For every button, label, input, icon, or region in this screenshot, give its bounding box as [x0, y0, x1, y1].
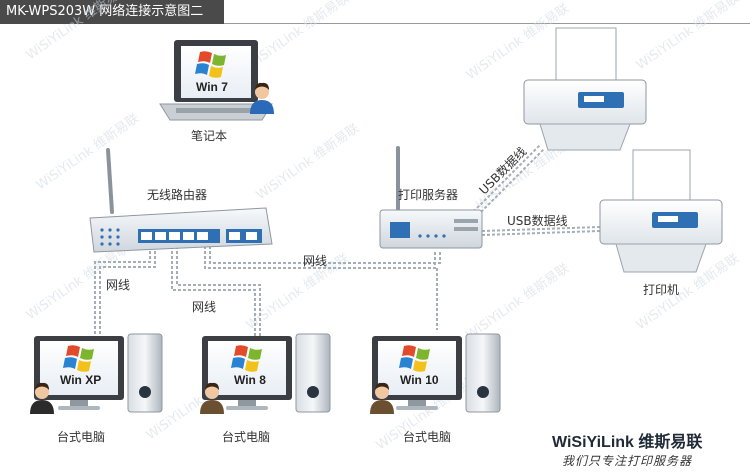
usb-cable-upper — [469, 144, 541, 216]
ethernet-cable-pc2 — [171, 246, 256, 340]
windows-logo-icon — [399, 345, 430, 372]
print-server-device — [379, 146, 483, 249]
ethernet-cable-print-server — [204, 246, 436, 269]
usb-cable-lower-b — [481, 230, 601, 236]
printer-label: 打印机 — [643, 283, 680, 297]
laptop-os-label: Win 7 — [196, 80, 228, 94]
usb-cable-upper-b — [473, 148, 545, 220]
ethernet-cable-pc1 — [94, 246, 151, 340]
windows-logo-icon — [231, 345, 262, 372]
windows-logo-icon — [195, 51, 226, 78]
watermark: WiSiYiLink 维斯易联 — [254, 121, 362, 203]
user-avatar-icon — [370, 382, 394, 414]
watermark: WiSiYiLink 维斯易联 — [634, 0, 742, 73]
printer-device-lower — [599, 149, 723, 273]
watermark: WiSiYiLink 维斯易联 — [244, 0, 352, 73]
desktop-pc-1-device — [30, 333, 163, 414]
windows-logo-icon — [63, 345, 94, 372]
user-avatar-icon — [200, 382, 224, 414]
pc2-label: 台式电脑 — [222, 430, 271, 444]
title-divider — [224, 23, 750, 24]
diagram-title: MK-WPS203W 网络连接示意图二 — [0, 0, 224, 24]
cable-group — [94, 144, 601, 340]
laptop-device — [159, 40, 274, 121]
pc3-label: 台式电脑 — [403, 430, 452, 444]
print-server-label: 打印服务器 — [398, 188, 459, 202]
printer-device-upper — [523, 27, 647, 151]
brand-logo-text: WiSiYiLink 维斯易联 — [552, 434, 703, 451]
cable-label-3: 网线 — [303, 254, 328, 268]
ethernet-cable-print-server-b — [209, 246, 441, 264]
cable-label-2: 网线 — [192, 300, 217, 314]
watermark: WiSiYiLink 维斯易联 — [24, 0, 132, 63]
usb-cable-label-lower: USB数据线 — [507, 214, 568, 228]
user-avatar-icon — [250, 82, 274, 114]
pc2-os-label: Win 8 — [234, 373, 266, 387]
pc1-label: 台式电脑 — [57, 430, 106, 444]
desktop-pc-3-device — [370, 333, 501, 414]
cable-label-1: 网线 — [106, 278, 131, 292]
brand-slogan: 我们只专注打印服务器 — [562, 454, 693, 468]
ethernet-cable-pc2-b — [176, 246, 261, 340]
user-avatar-icon — [30, 382, 54, 414]
laptop-label: 笔记本 — [191, 129, 228, 143]
desktop-pc-2-device — [200, 333, 331, 414]
wireless-router-device — [89, 148, 273, 253]
watermark: WiSiYiLink 维斯易联 — [464, 261, 572, 343]
pc3-os-label: Win 10 — [400, 373, 439, 387]
router-label: 无线路由器 — [147, 188, 208, 202]
pc1-os-label: Win XP — [60, 373, 102, 387]
ethernet-cable-pc1-b — [99, 246, 156, 340]
watermark: WiSiYiLink 维斯易联 — [34, 111, 142, 193]
